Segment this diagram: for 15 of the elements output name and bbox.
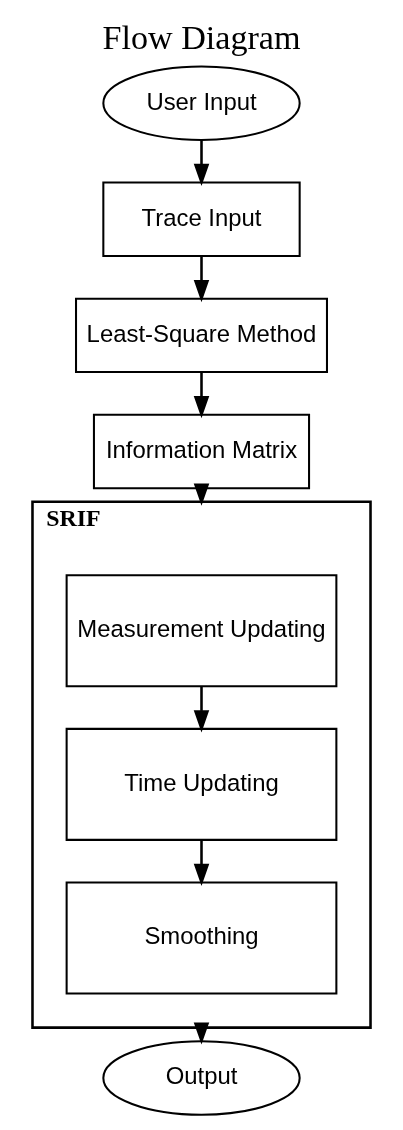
arrow [193, 139, 210, 187]
node-box: Least-Square Method [75, 297, 328, 374]
arrow [193, 840, 210, 887]
arrow [193, 256, 210, 303]
node-box: Smoothing [65, 881, 338, 995]
node-box: Measurement Updating [65, 574, 338, 688]
arrow [193, 1022, 210, 1045]
arrow [193, 372, 210, 419]
diagram-title: Flow Diagram [102, 19, 301, 57]
node-ellipse: Output [102, 1040, 301, 1116]
node-box: Time Updating [65, 727, 338, 841]
arrow [193, 483, 210, 506]
node-box: Trace Input [102, 181, 301, 258]
arrow [193, 686, 210, 733]
node-ellipse: User Input [102, 65, 301, 141]
